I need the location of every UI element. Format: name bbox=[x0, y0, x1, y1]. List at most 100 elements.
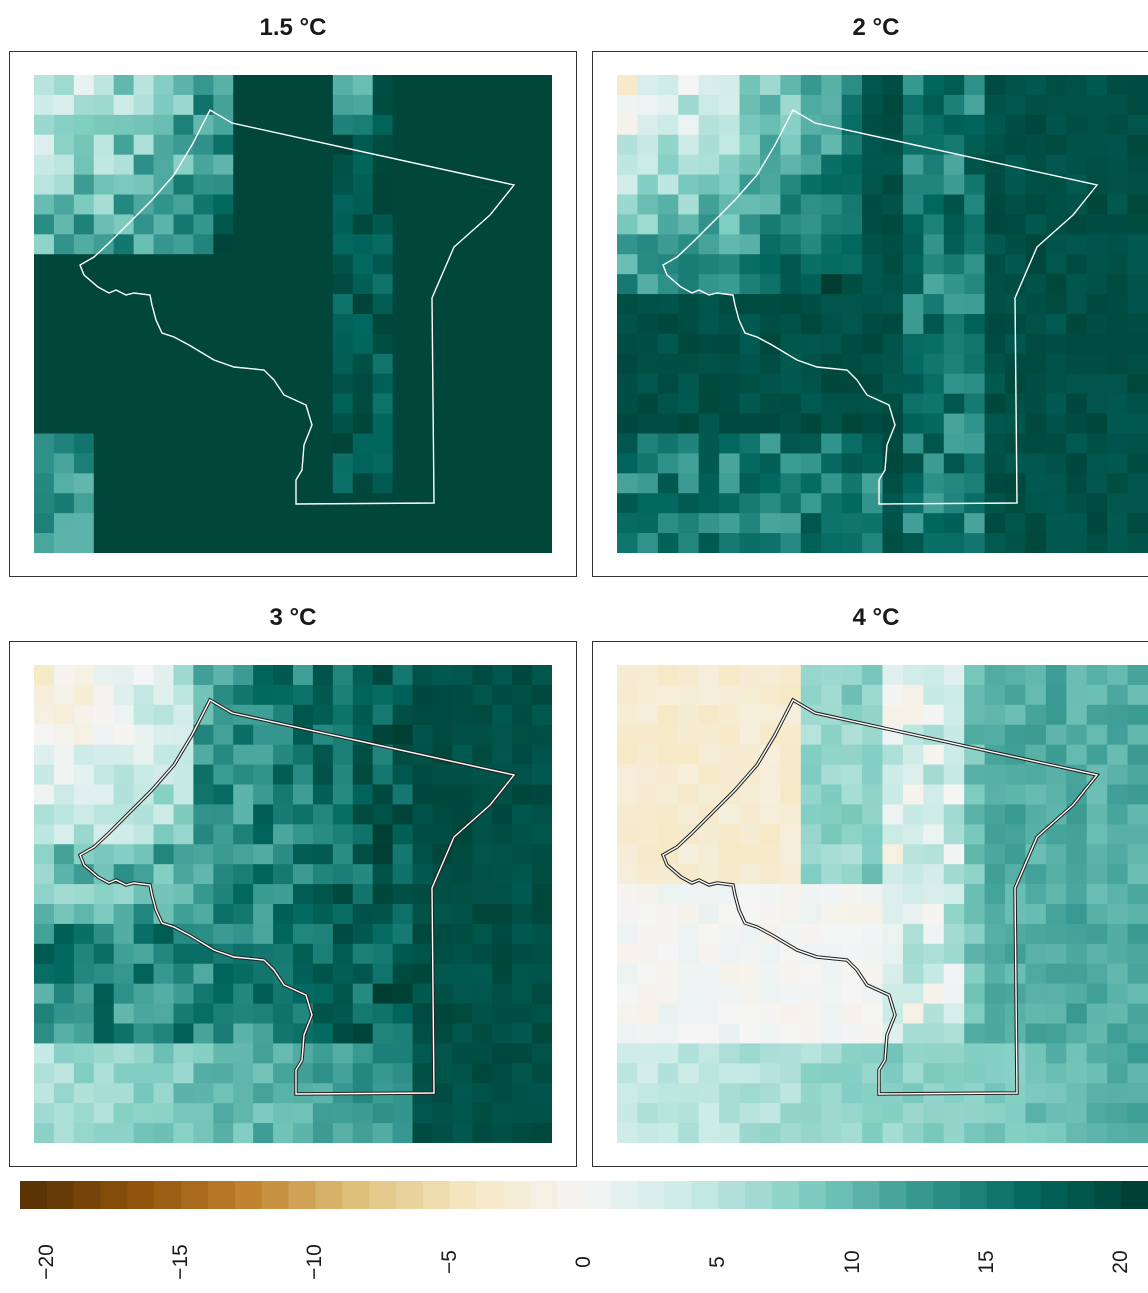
heatmap-cell bbox=[512, 704, 533, 726]
heatmap-cell bbox=[492, 75, 513, 96]
heatmap-cell bbox=[512, 684, 533, 706]
heatmap-cell bbox=[943, 154, 965, 176]
heatmap-cell bbox=[964, 1063, 986, 1084]
heatmap-cell bbox=[841, 724, 863, 746]
heatmap-cell bbox=[34, 784, 55, 806]
heatmap-cell bbox=[862, 704, 884, 726]
heatmap-cell bbox=[759, 413, 781, 435]
heatmap-cell bbox=[943, 513, 965, 534]
heatmap-cell bbox=[821, 983, 843, 1005]
heatmap-cell bbox=[1086, 333, 1108, 355]
heatmap-cell bbox=[93, 493, 115, 514]
heatmap-cell bbox=[739, 704, 761, 726]
heatmap-cell bbox=[780, 274, 802, 295]
heatmap-cell bbox=[780, 704, 802, 726]
heatmap-cell bbox=[657, 353, 679, 375]
heatmap-cell bbox=[392, 1043, 414, 1064]
heatmap-cell bbox=[1086, 1043, 1108, 1064]
heatmap-cell bbox=[34, 963, 55, 985]
heatmap-cell bbox=[412, 684, 434, 706]
heatmap-cell bbox=[512, 413, 533, 435]
heatmap-cell bbox=[923, 744, 945, 766]
heatmap-cell bbox=[253, 234, 274, 255]
heatmap-cell bbox=[312, 353, 334, 375]
heatmap-cell bbox=[984, 1103, 1006, 1124]
heatmap-cell bbox=[1005, 194, 1027, 216]
heatmap-cell bbox=[392, 1063, 414, 1084]
heatmap-cell bbox=[352, 784, 374, 806]
heatmap-cell bbox=[512, 333, 533, 355]
heatmap-cell bbox=[73, 923, 95, 945]
heatmap-cell bbox=[1086, 784, 1108, 806]
heatmap-cell bbox=[1127, 473, 1148, 494]
heatmap-cell bbox=[719, 923, 741, 945]
heatmap-cell bbox=[213, 194, 234, 216]
heatmap-cell bbox=[472, 333, 493, 355]
heatmap-cell bbox=[93, 1103, 115, 1124]
heatmap-cell bbox=[73, 114, 95, 136]
heatmap-cell bbox=[452, 963, 473, 985]
heatmap-cell bbox=[352, 1103, 374, 1124]
heatmap-cell bbox=[862, 294, 884, 315]
heatmap-cell bbox=[233, 154, 254, 176]
heatmap-cell bbox=[53, 453, 75, 474]
heatmap-cell bbox=[213, 75, 234, 96]
heatmap-cell bbox=[213, 314, 234, 335]
heatmap-cell bbox=[698, 234, 720, 255]
heatmap-cell bbox=[923, 314, 945, 335]
heatmap-cell bbox=[719, 314, 741, 335]
heatmap-cell bbox=[312, 453, 334, 474]
heatmap-cell bbox=[882, 174, 904, 196]
heatmap-cell bbox=[882, 1123, 904, 1143]
heatmap-cell bbox=[312, 214, 334, 235]
heatmap-cell bbox=[352, 373, 374, 395]
heatmap-cell bbox=[133, 413, 155, 435]
heatmap-cell bbox=[739, 884, 761, 905]
heatmap-cell bbox=[902, 174, 924, 196]
heatmap-cell bbox=[759, 704, 781, 726]
heatmap-cell bbox=[698, 513, 720, 534]
heatmap-cell bbox=[1127, 904, 1148, 925]
heatmap-cell bbox=[1086, 274, 1108, 295]
heatmap-cell bbox=[637, 784, 659, 806]
heatmap-cell bbox=[678, 473, 700, 494]
heatmap-cell bbox=[532, 1043, 552, 1064]
heatmap-cell bbox=[452, 75, 473, 96]
heatmap-cell bbox=[841, 314, 863, 335]
heatmap-cell bbox=[698, 784, 720, 806]
heatmap-cell bbox=[392, 174, 414, 196]
heatmap-cell bbox=[472, 114, 493, 136]
heatmap-cell bbox=[943, 373, 965, 395]
heatmap-cell bbox=[53, 393, 75, 415]
heatmap-cell bbox=[213, 764, 234, 786]
heatmap-cell bbox=[1127, 1063, 1148, 1084]
heatmap-cell bbox=[412, 473, 434, 494]
heatmap-cell bbox=[1127, 393, 1148, 415]
heatmap-cell bbox=[923, 254, 945, 275]
heatmap-cell bbox=[719, 533, 741, 553]
heatmap-cell bbox=[1025, 884, 1047, 905]
heatmap-cell bbox=[862, 1003, 884, 1025]
heatmap-cell bbox=[1127, 744, 1148, 766]
heatmap-cell bbox=[432, 234, 453, 255]
heatmap-cell bbox=[800, 684, 822, 706]
heatmap-cell bbox=[193, 1123, 214, 1143]
heatmap-cell bbox=[352, 214, 374, 235]
heatmap-cell bbox=[312, 373, 334, 395]
heatmap-cell bbox=[472, 824, 493, 845]
heatmap-cell bbox=[472, 963, 493, 985]
heatmap-cell bbox=[452, 373, 473, 395]
heatmap-cell bbox=[698, 94, 720, 116]
heatmap-cell bbox=[113, 844, 135, 865]
heatmap-cell bbox=[253, 194, 274, 216]
heatmap-cell bbox=[841, 983, 863, 1005]
heatmap-cell bbox=[372, 234, 394, 255]
heatmap-cell bbox=[492, 744, 513, 766]
heatmap-cell bbox=[113, 1023, 135, 1045]
heatmap-cell bbox=[719, 473, 741, 494]
heatmap-cell bbox=[862, 333, 884, 355]
heatmap-cell bbox=[512, 114, 533, 136]
panel-title-4: 4 °C bbox=[852, 604, 900, 631]
heatmap-cell bbox=[293, 214, 314, 235]
heatmap-cell bbox=[113, 393, 135, 415]
